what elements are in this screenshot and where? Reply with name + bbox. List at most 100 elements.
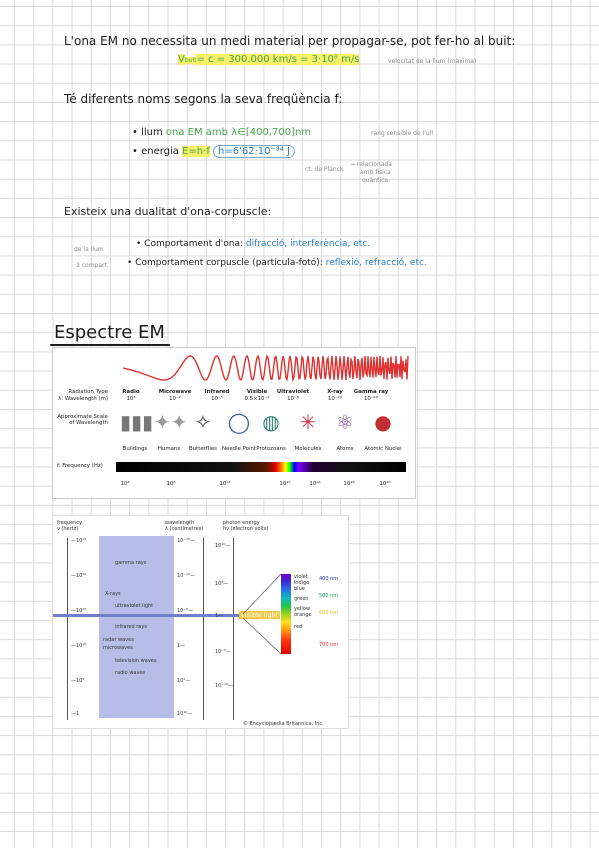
pe-unit: hν (electron volts) bbox=[223, 526, 269, 532]
speed-note: velocitat de la llum (màxima) bbox=[388, 58, 477, 65]
freq-tick-4: 10¹⁶ bbox=[309, 481, 321, 487]
freq-header: frequency bbox=[57, 520, 83, 526]
wl-axis-tick-0: 10⁻¹⁵— bbox=[177, 538, 196, 544]
freq-axis-tick-4: —10⁵ bbox=[71, 678, 85, 684]
band-label-1: X-rays bbox=[105, 591, 121, 597]
wavelength-value-1: 10⁻² bbox=[169, 396, 181, 402]
bullet-wave: • Comportament d'ona: difracció, interfe… bbox=[136, 239, 370, 249]
color-label-0: violet bbox=[294, 574, 308, 580]
wl-axis-tick-3: 1— bbox=[177, 643, 186, 649]
color-label-1: indigo bbox=[294, 580, 310, 586]
scale-icon-3: ◯ bbox=[227, 410, 251, 434]
radiation-type-3: Visible bbox=[246, 389, 268, 395]
particle-examples: reflexió, refracció, etc. bbox=[325, 258, 427, 268]
band-label-5: microwaves bbox=[103, 645, 133, 651]
quantum-note-1: → relacionada bbox=[350, 161, 392, 168]
scale-label-4: Protozoans bbox=[256, 446, 286, 452]
quantum-note-2: amb física bbox=[360, 169, 391, 176]
radiation-type-2: Infrared bbox=[204, 389, 230, 395]
color-label-2: blue bbox=[294, 586, 305, 592]
formula-rest: = c = 300.000 km/s = 3·10⁸ m/s bbox=[196, 54, 360, 65]
freq-axis bbox=[67, 538, 68, 720]
quantum-note-3: quàntica. bbox=[362, 177, 390, 184]
pe-axis-tick-0: 10¹⁰— bbox=[215, 543, 231, 549]
radiation-type-label: Radiation Type bbox=[68, 389, 108, 395]
freq-unit: ν (hertz) bbox=[57, 526, 79, 532]
visible-line bbox=[53, 614, 243, 617]
freq-axis-tick-5: —1 bbox=[71, 711, 80, 717]
freq-tick-0: 10⁴ bbox=[120, 481, 130, 487]
wave-examples: difracció, interferència, etc. bbox=[245, 239, 371, 249]
pe-axis-tick-4: 10⁻¹⁰— bbox=[215, 683, 234, 689]
radiation-type-4: Ultraviolet bbox=[276, 389, 310, 395]
radiation-type-0: Radio bbox=[122, 389, 140, 395]
pe-axis-tick-1: 10⁵— bbox=[215, 581, 229, 587]
wavelength-value-2: 10⁻⁵ bbox=[211, 396, 223, 402]
duality-note-2: 2 compart. bbox=[76, 262, 109, 269]
line-duality: Existeix una dualitat d'ona-corpuscle: bbox=[64, 205, 272, 218]
scale-icon-7: ● bbox=[374, 410, 392, 434]
scale-label-0: Buildings bbox=[122, 446, 148, 452]
pe-axis-tick-3: 10⁻⁵— bbox=[215, 649, 232, 655]
scale-label-2: Butterflies bbox=[189, 446, 217, 452]
britannica-figure: frequency ν (hertz) wavelength λ (centim… bbox=[52, 515, 349, 729]
header-underline bbox=[50, 344, 170, 346]
section-header: Espectre EM bbox=[54, 322, 165, 343]
freq-tick-6: 10²⁰ bbox=[379, 481, 391, 487]
pe-axis-tick-2: 1— bbox=[215, 613, 224, 619]
wave-graphic bbox=[122, 354, 409, 383]
wavelength-value-3: 0.5×10⁻⁶ bbox=[244, 396, 270, 402]
color-label-5: orange bbox=[294, 612, 312, 618]
zoom-lines bbox=[242, 573, 282, 655]
nm-label-2: 600 nm bbox=[319, 610, 339, 616]
energia-formula: E=h·f bbox=[182, 146, 210, 157]
scale-label-5: Molecules bbox=[294, 446, 322, 452]
approx-scale-label: Approximate Scale of Wavelength bbox=[57, 414, 108, 426]
scale-label-6: Atoms bbox=[336, 446, 354, 452]
spectrum-figure: Radiation Type λ: Wavelength (m) Approxi… bbox=[52, 347, 416, 499]
freq-tick-1: 10⁸ bbox=[166, 481, 176, 487]
bullet-energia: • energia E=h·f h=6'62·10⁻³⁴ J bbox=[132, 145, 295, 158]
scale-icon-0: ▮▮▮ bbox=[120, 410, 154, 434]
pe-axis bbox=[233, 538, 234, 720]
band-label-7: radio waves bbox=[115, 670, 146, 676]
formula-sub: buit bbox=[184, 57, 197, 64]
particle-label: • Comportament corpuscle (partícula-fotó… bbox=[127, 258, 323, 268]
color-label-3: green bbox=[294, 596, 309, 602]
line-names: Té diferents noms segons la seva freqüèn… bbox=[64, 92, 343, 106]
em-band-region bbox=[99, 536, 174, 718]
frequency-label: f: Frequency (Hz) bbox=[57, 463, 103, 469]
pe-header: photon energy bbox=[223, 520, 260, 526]
radiation-type-6: Gamma ray bbox=[353, 389, 389, 395]
radiation-type-5: X-ray bbox=[327, 389, 343, 395]
llum-label: • llum bbox=[132, 127, 163, 138]
frequency-bar bbox=[116, 462, 406, 472]
scale-icon-2: ✧ bbox=[194, 410, 212, 434]
color-label-4: yellow bbox=[294, 606, 310, 612]
llum-note: rang sensible de l'ull bbox=[371, 130, 434, 137]
scale-icon-4: ◍ bbox=[262, 410, 280, 434]
scale-icon-5: ✳ bbox=[299, 410, 317, 434]
freq-tick-3: 10¹⁵ bbox=[279, 481, 291, 487]
visible-colorbar bbox=[281, 574, 291, 654]
scale-icon-6: ⚛ bbox=[336, 410, 354, 434]
band-label-3: infrared rays bbox=[115, 624, 147, 630]
wl-axis-tick-5: 10¹⁰— bbox=[177, 711, 193, 717]
wl-axis-tick-2: 10⁻⁵— bbox=[177, 608, 194, 614]
wavelength-value-0: 10³ bbox=[126, 396, 136, 402]
freq-tick-5: 10¹⁸ bbox=[343, 481, 355, 487]
wl-axis-tick-1: 10⁻¹⁰— bbox=[177, 573, 196, 579]
planck-note: ct. de Planck bbox=[305, 166, 344, 173]
band-label-2: ultraviolet light bbox=[115, 603, 154, 609]
copyright: © Encyclopædia Britannica, Inc. bbox=[243, 721, 324, 727]
nm-label-0: 400 nm bbox=[319, 576, 339, 582]
scale-label-7: Atomic Nuclei bbox=[364, 446, 402, 452]
wavelength-value-4: 10⁻⁸ bbox=[287, 396, 299, 402]
band-label-0: gamma rays bbox=[115, 560, 147, 566]
line-medium: L'ona EM no necessita un medi material p… bbox=[64, 34, 516, 48]
wave-label: • Comportament d'ona: bbox=[136, 239, 244, 249]
wavelength-value-5: 10⁻¹⁰ bbox=[327, 396, 343, 402]
nm-label-3: 700 nm bbox=[319, 642, 339, 648]
band-label-4: radar waves bbox=[103, 637, 134, 643]
